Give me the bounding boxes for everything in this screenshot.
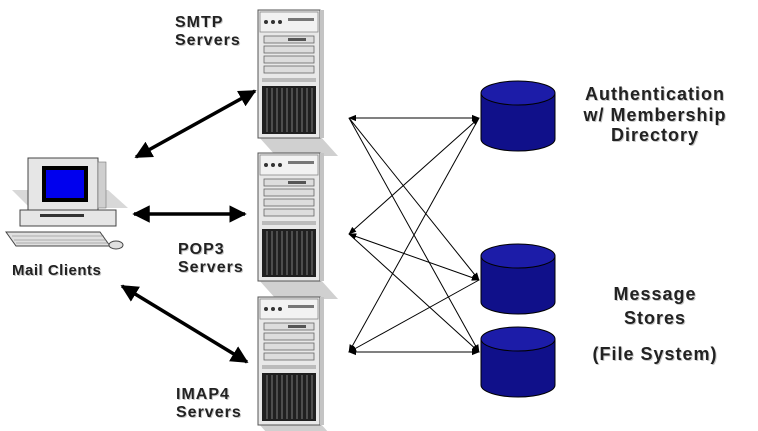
message-store-database-icon-2 bbox=[480, 326, 556, 398]
client-imap4-arrow bbox=[120, 284, 249, 364]
pop3-auth-link bbox=[348, 117, 480, 235]
smtp-label-line1: SMTP bbox=[175, 14, 224, 31]
imap4-store-link bbox=[348, 279, 480, 353]
smtp-store-link bbox=[348, 117, 480, 281]
message-store-database-icon bbox=[480, 243, 556, 315]
store-label-line1: Message bbox=[613, 284, 697, 304]
client-smtp-arrow bbox=[134, 89, 257, 159]
pop3-label-line1: POP3 bbox=[178, 241, 225, 258]
pop3-server-icon bbox=[257, 152, 339, 300]
smtp-server-icon bbox=[257, 9, 339, 157]
auth-label-line2: w/ Membership bbox=[583, 104, 727, 125]
pop3-servers-label: POP3 Servers bbox=[178, 241, 244, 278]
imap4-label-line2: Servers bbox=[176, 404, 242, 422]
store-label-line2: Stores bbox=[623, 308, 687, 328]
imap4-server-icon bbox=[257, 296, 339, 431]
pop3-label-line2: Servers bbox=[178, 259, 244, 277]
auth-label-line3: Directory bbox=[610, 125, 700, 146]
auth-directory-database-icon bbox=[480, 80, 556, 152]
smtp-label-line2: Servers bbox=[175, 32, 241, 50]
imap4-auth-link bbox=[348, 117, 480, 353]
mail-clients-label: Mail Clients bbox=[12, 262, 102, 279]
pop3-store2-link bbox=[348, 233, 480, 353]
message-stores-label: Message Stores bbox=[580, 282, 730, 330]
pop3-store-link bbox=[348, 233, 480, 281]
computer-icon bbox=[5, 157, 128, 250]
authentication-label: Authentication w/ Membership Directory bbox=[560, 84, 750, 146]
server-database-connections bbox=[348, 114, 480, 356]
auth-label-line1: Authentication bbox=[585, 84, 725, 104]
imap4-label-line1: IMAP4 bbox=[176, 386, 230, 403]
file-system-label: (File System) bbox=[592, 344, 718, 364]
smtp-servers-label: SMTP Servers bbox=[175, 14, 241, 51]
imap4-servers-label: IMAP4 Servers bbox=[176, 386, 242, 423]
